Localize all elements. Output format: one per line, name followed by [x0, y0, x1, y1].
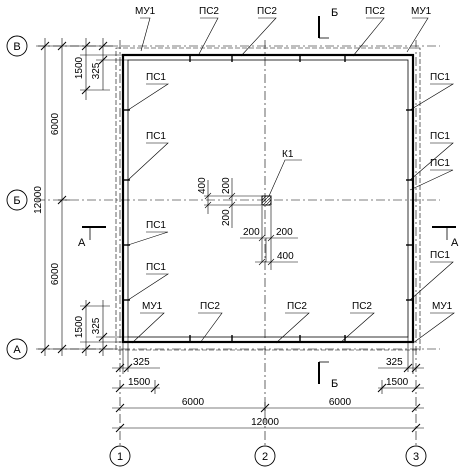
top-label-ps2-1: ПС2 — [199, 6, 219, 17]
axis-bubble-3: 3 — [405, 445, 427, 467]
top-label-mu1-right: МУ1 — [411, 6, 432, 17]
left-label-ps1-2: ПС1 — [146, 131, 166, 142]
axis-label-1: 1 — [117, 451, 123, 463]
top-label-mu1-left: МУ1 — [135, 6, 156, 17]
column-k1-label: К1 — [282, 149, 294, 160]
bottom-label-mu1-left: МУ1 — [142, 301, 163, 312]
axis-label-3: 3 — [413, 451, 419, 463]
right-labels: ПС1 ПС1 ПС1 ПС1 — [409, 72, 455, 301]
bottom-dimension-ticks — [115, 363, 421, 433]
slab-wall-outer — [121, 53, 415, 344]
column-k1: К1 200 200 400 400 200 20 — [197, 149, 302, 270]
bottom-labels: МУ1 ПС2 ПС2 ПС2 МУ1 — [131, 301, 455, 344]
bottom-dim-12000: 12000 — [251, 417, 279, 428]
axis-bubble-2: 2 — [254, 445, 276, 467]
bottom-label-ps2-2: ПС2 — [287, 301, 307, 312]
column-dim-200-right: 200 — [276, 227, 293, 238]
section-label-b-top: Б — [331, 7, 338, 19]
right-label-ps1-2: ПС1 — [430, 131, 450, 142]
right-label-ps1-3: ПС1 — [430, 158, 450, 169]
left-label-ps1-1: ПС1 — [146, 72, 166, 83]
column-dim-200-top: 200 — [221, 177, 232, 194]
bottom-dim-6000-left: 6000 — [182, 397, 205, 408]
axis-label-b: Б — [13, 195, 20, 207]
axis-bubble-b: Б — [6, 189, 28, 211]
column-dim-400-vertical: 400 — [197, 177, 208, 194]
section-label-b-bottom: Б — [331, 378, 338, 390]
column-k1-leader — [268, 159, 302, 197]
axis-bubble-1: 1 — [109, 445, 131, 467]
axis-bubbles: В Б А 1 2 3 — [6, 35, 427, 467]
bottom-dim-1500-left: 1500 — [128, 377, 151, 388]
section-markers — [82, 16, 456, 384]
axis-bubble-a: А — [6, 338, 28, 360]
bottom-dim-6000-right: 6000 — [329, 397, 352, 408]
slab-wall-inner — [127, 59, 409, 338]
left-dim-325-lower: 325 — [91, 317, 102, 334]
left-dim-1500-upper: 1500 — [74, 56, 85, 79]
axis-label-v: В — [13, 41, 20, 53]
top-label-ps2-3: ПС2 — [365, 6, 385, 17]
bottom-dim-325-left: 325 — [133, 357, 150, 368]
axis-label-a: А — [13, 344, 21, 356]
column-k1-rect — [261, 195, 272, 206]
bottom-label-ps2-3: ПС2 — [352, 301, 372, 312]
left-dim-325-upper: 325 — [91, 62, 102, 79]
left-dim-12000: 12000 — [33, 186, 44, 214]
left-labels: ПС1 ПС1 ПС1 ПС1 — [127, 72, 170, 301]
left-label-ps1-4: ПС1 — [146, 262, 166, 273]
bottom-label-ps2-1: ПС2 — [200, 301, 220, 312]
column-dim-400-horizontal: 400 — [277, 251, 294, 262]
wall-joint-marks — [122, 54, 414, 343]
bottom-dim-325-right: 325 — [386, 357, 403, 368]
left-dim-6000-upper: 6000 — [50, 112, 61, 135]
bottom-label-mu1-right: МУ1 — [432, 301, 453, 312]
slab-outer-edge — [115, 47, 421, 351]
axis-label-2: 2 — [262, 451, 268, 463]
top-labels: МУ1 ПС2 ПС2 ПС2 МУ1 — [135, 6, 432, 57]
section-label-a-left: А — [78, 237, 86, 249]
slab — [115, 47, 421, 351]
top-label-ps2-2: ПС2 — [257, 6, 277, 17]
axis-bubble-v: В — [6, 35, 28, 57]
bottom-dim-1500-right: 1500 — [386, 377, 409, 388]
left-dim-1500-lower: 1500 — [74, 315, 85, 338]
column-dim-200-bottom: 200 — [221, 209, 232, 226]
left-dimension-ticks — [40, 41, 108, 354]
bottom-dimension-lines — [112, 337, 424, 429]
left-label-ps1-3: ПС1 — [146, 220, 166, 231]
column-dim-200-left: 200 — [243, 227, 260, 238]
left-dimension-lines — [38, 38, 128, 356]
right-label-ps1-4: ПС1 — [430, 250, 450, 261]
axis-lines — [36, 40, 440, 445]
section-label-a-right: А — [451, 237, 459, 249]
right-label-ps1-1: ПС1 — [430, 72, 450, 83]
left-dim-6000-lower: 6000 — [50, 262, 61, 285]
